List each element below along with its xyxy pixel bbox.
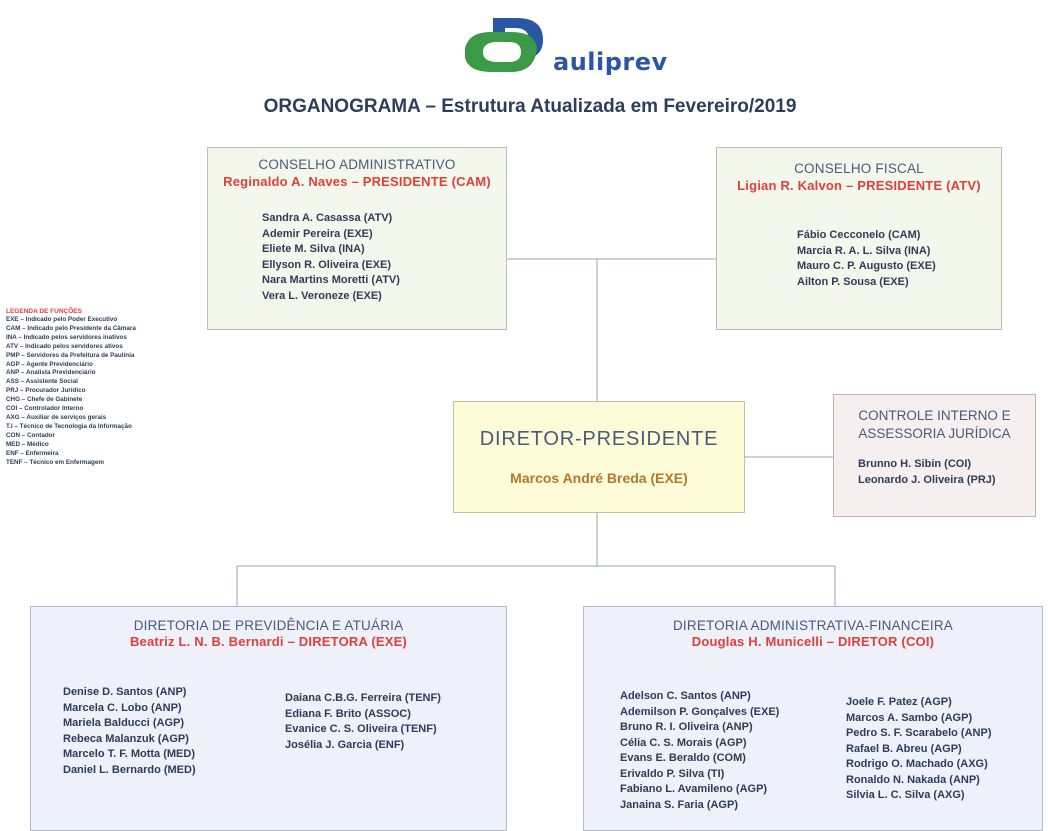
member-item: Erivaldo P. Silva (TI) — [620, 767, 725, 780]
controle-interno-box: CONTROLE INTERNO E ASSESSORIA JURÍDICA B… — [833, 394, 1036, 517]
member-item: Daniel L. Bernardo (MED) — [63, 763, 196, 776]
legend-item: T.I – Técnico de Tecnologia da Informaçã… — [6, 422, 132, 430]
member-item: Pedro S. F. Scarabelo (ANP) — [846, 727, 992, 739]
controle-interno-title: CONTROLE INTERNO E ASSESSORIA JURÍDICA — [834, 407, 1035, 443]
member-item: Marcos A. Sambo (AGP) — [846, 711, 973, 724]
member-item: Ellyson R. Oliveira (EXE) — [262, 258, 391, 271]
logo-mark-icon — [465, 18, 543, 72]
member-item: Janaina S. Faria (AGP) — [620, 798, 738, 811]
legend-item: EXE – Indicado pelo Poder Executivo — [6, 316, 118, 323]
legend-item: MED – Médico — [6, 440, 49, 448]
member-item: Daiana C.B.G. Ferreira (TENF) — [285, 692, 441, 704]
conselho-fiscal-president: Ligian R. Kalvon – PRESIDENTE (ATV) — [737, 178, 981, 193]
member-item: Marcelo T. F. Motta (MED) — [63, 748, 196, 760]
member-item: Rafael B. Abreu (AGP) — [846, 742, 962, 755]
member-item: Leonardo J. Oliveira (PRJ) — [858, 473, 996, 486]
member-item: Ademir Pereira (EXE) — [262, 227, 373, 240]
member-item: Vera L. Veroneze (EXE) — [262, 289, 382, 302]
conselho-administrativo-box: CONSELHO ADMINISTRATIVO Reginaldo A. Nav… — [207, 147, 507, 330]
member-item: Bruno R. I. Oliveira (ANP) — [620, 721, 753, 733]
diretoria-administrativa-col1: Adelson C. Santos (ANP) Ademilson P. Gonç… — [620, 689, 779, 813]
controle-interno-members: Brunno H. Sibin (COI) Leonardo J. Oliveir… — [858, 457, 996, 488]
member-item: Rodrigo O. Machado (AXG) — [846, 758, 988, 770]
legend: LEGENDA DE FUNÇÕES EXE – Indicado pelo P… — [6, 307, 206, 467]
member-item: Josélia J. Garcia (ENF) — [285, 738, 405, 751]
legend-item: COI – Controlador Interno — [6, 405, 84, 413]
conselho-administrativo-members: Sandra A. Casassa (ATV) Ademir Pereira (E… — [262, 211, 400, 304]
legend-item: PMP – Servidores da Prefeitura de Paulín… — [6, 351, 135, 359]
legend-item: ATV – Indicado pelos servidores ativos — [6, 342, 123, 350]
diretoria-administrativa-box: DIRETORIA ADMINISTRATIVA-FINANCEIRA Doug… — [583, 606, 1043, 831]
diretoria-previdencia-box: DIRETORIA DE PREVIDÊNCIA E ATUÁRIA Beatr… — [30, 606, 507, 831]
legend-item: TENF – Técnico em Enfermagem — [6, 458, 104, 466]
diretoria-administrativa-title: DIRETORIA ADMINISTRATIVA-FINANCEIRA — [672, 618, 954, 633]
member-item: Mariela Balducci (AGP) — [63, 717, 185, 729]
member-item: Fábio Cecconelo (CAM) — [797, 229, 921, 241]
member-item: Marcia R. A. L. Silva (INA) — [797, 244, 931, 257]
diretoria-previdencia-col2: Daiana C.B.G. Ferreira (TENF) Ediana F. B… — [285, 691, 441, 753]
legend-item: AGP – Agente Previdenciário — [6, 360, 93, 368]
member-item: Nara Martins Moretti (ATV) — [262, 274, 400, 286]
page-title: ORGANOGRAMA – Estrutura Atualizada em Fe… — [263, 96, 797, 117]
member-item: Denise D. Santos (ANP) — [63, 686, 187, 698]
auliprev-logo: auliprev — [455, 4, 695, 84]
member-item: Eliete M. Silva (INA) — [262, 243, 365, 255]
legend-item: ENF – Enfermeira — [6, 449, 59, 457]
legend-item: CHG – Chefe de Gabinete — [6, 396, 83, 404]
diretor-presidente-name: Marcos André Breda (EXE) — [510, 470, 688, 486]
controle-interno-title-line2: ASSESSORIA JURÍDICA — [858, 426, 1011, 441]
diretor-presidente-box: DIRETOR-PRESIDENTE Marcos André Breda (E… — [453, 401, 745, 513]
legend-item: PRJ – Procurador Jurídico — [6, 387, 86, 395]
conselho-fiscal-box: CONSELHO FISCAL Ligian R. Kalvon – PRESI… — [716, 147, 1002, 330]
controle-interno-title-line1: CONTROLE INTERNO E — [858, 408, 1011, 423]
member-item: Ronaldo N. Nakada (ANP) — [846, 773, 980, 786]
member-item: Fabiano L. Avamileno (AGP) — [620, 783, 768, 795]
member-item: Brunno H. Sibin (COI) — [858, 458, 972, 470]
diretoria-previdencia-title: DIRETORIA DE PREVIDÊNCIA E ATUÁRIA — [133, 618, 404, 633]
legend-item: CON – Contador — [6, 431, 55, 439]
member-item: Rebeca Malanzuk (AGP) — [63, 732, 189, 745]
diretor-presidente-title: DIRETOR-PRESIDENTE — [479, 428, 719, 450]
legend-item: ASS – Assistente Social — [6, 378, 78, 386]
diretoria-administrativa-col2: Joele F. Patez (AGP) Marcos A. Sambo (AGP… — [846, 695, 991, 804]
member-item: Silvia L. C. Silva (AXG) — [846, 789, 965, 801]
conselho-administrativo-president: Reginaldo A. Naves – PRESIDENTE (CAM) — [223, 174, 491, 189]
legend-item: INA – Indicado pelos servidores inativos — [6, 333, 127, 341]
diretoria-administrativa-director: Douglas H. Municelli – DIRETOR (COI) — [691, 634, 935, 649]
member-item: Adelson C. Santos (ANP) — [620, 690, 751, 702]
legend-item: ANP – Analista Previdenciário — [6, 369, 96, 377]
conselho-fiscal-members: Fábio Cecconelo (CAM) Marcia R. A. L. Sil… — [797, 228, 936, 290]
diretoria-previdencia-director: Beatriz L. N. B. Bernardi – DIRETORA (EX… — [129, 634, 408, 649]
conselho-administrativo-title: CONSELHO ADMINISTRATIVO — [258, 157, 456, 172]
legend-item: AXG – Auxiliar de serviços gerais — [6, 413, 107, 421]
conselho-fiscal-title: CONSELHO FISCAL — [794, 161, 924, 176]
member-item: Ademilson P. Gonçalves (EXE) — [620, 705, 780, 718]
legend-item: CAM – Indicado pelo Presidente da Câmara — [6, 324, 136, 332]
member-item: Mauro C. P. Augusto (EXE) — [797, 260, 936, 272]
member-item: Ediana F. Brito (ASSOC) — [285, 707, 411, 720]
member-item: Ailton P. Sousa (EXE) — [797, 275, 909, 288]
member-item: Evans E. Beraldo (COM) — [620, 752, 746, 764]
legend-title: LEGENDA DE FUNÇÕES — [6, 308, 82, 315]
member-item: Sandra A. Casassa (ATV) — [262, 212, 393, 224]
member-item: Evanice C. S. Oliveira (TENF) — [285, 723, 437, 735]
member-item: Marcela C. Lobo (ANP) — [63, 701, 182, 714]
logo-wordmark: auliprev — [553, 48, 668, 76]
member-item: Joele F. Patez (AGP) — [846, 696, 952, 708]
diretoria-previdencia-col1: Denise D. Santos (ANP) Marcela C. Lobo (A… — [63, 685, 196, 778]
member-item: Célia C. S. Morais (AGP) — [620, 736, 747, 749]
